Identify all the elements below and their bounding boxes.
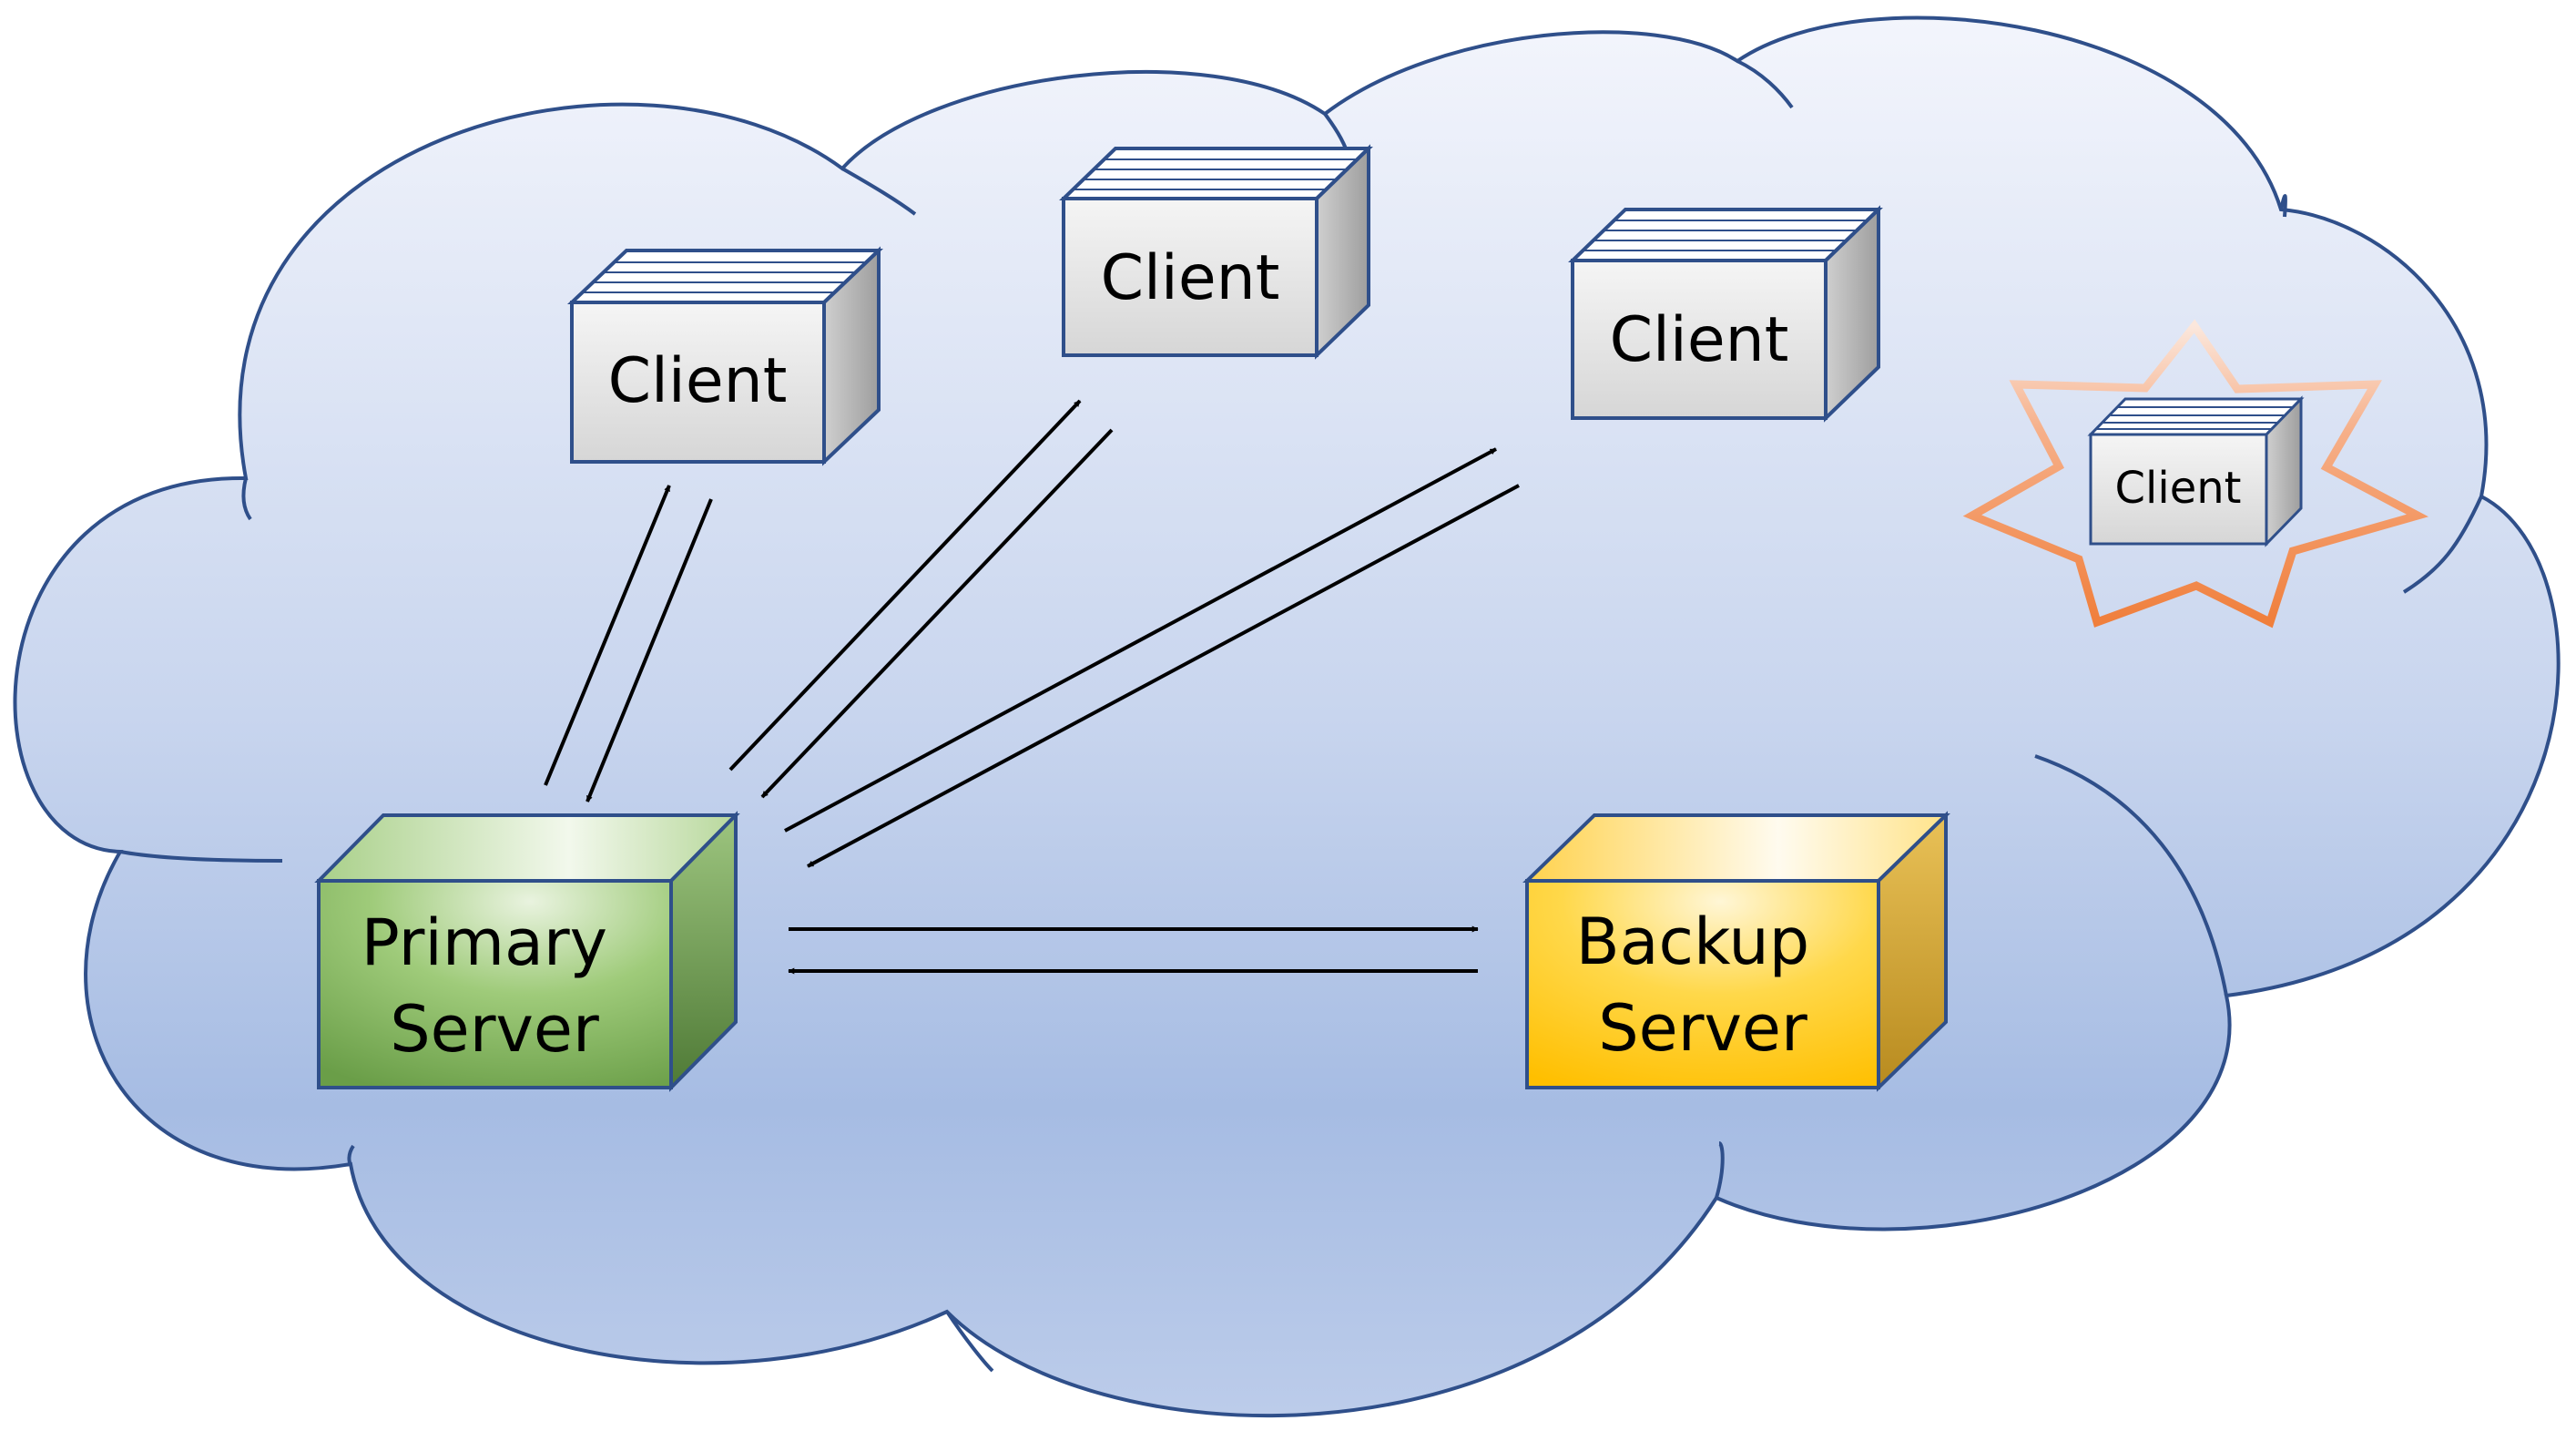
server-box-front	[1525, 879, 1880, 1089]
arrow-client-2-to-primary	[760, 428, 1114, 799]
backup-server-node: Backup Server	[1522, 811, 1950, 1092]
primary-server-label: Primary Server	[361, 905, 628, 1067]
client-box-top-stripes	[1583, 220, 1868, 251]
client-box-front	[1571, 259, 1828, 420]
highlight-star	[1962, 319, 2428, 629]
cloud-lobe-arc	[241, 477, 252, 521]
arrow-primary-to-client-2	[728, 399, 1082, 772]
cloud-lobe-arc	[841, 167, 917, 216]
arrow-client-1-to-primary	[585, 498, 713, 802]
cloud-lobe-arc	[347, 1144, 355, 1167]
client-box-front	[2089, 433, 2268, 546]
client-box-top-stripes	[2097, 406, 2294, 430]
client-label: Client	[2115, 463, 2242, 514]
client-node: Client	[1059, 144, 1373, 360]
client-box-top-stripes	[1073, 158, 1357, 190]
arrow-client-3-to-primary	[807, 484, 1520, 868]
backup-server-label-line-2: Server	[1598, 991, 1807, 1066]
client-label: Client	[1610, 304, 1789, 376]
cloud-lobe-arc	[119, 850, 283, 863]
highlighted-client-node: Client	[1962, 319, 2428, 629]
cloud-lobe-arc	[1715, 1141, 1725, 1199]
cloud-lobe-arc	[2279, 194, 2287, 218]
client-box-front	[1062, 197, 1319, 357]
client-node: Client	[1568, 205, 1883, 423]
client-label: Client	[608, 345, 788, 417]
backup-server-label: Backup Server	[1576, 905, 1830, 1066]
server-box-front	[317, 879, 673, 1089]
client-box-front	[570, 301, 826, 464]
server-box-top	[1522, 813, 1950, 883]
cloud-lobe-arc	[945, 1310, 994, 1373]
backup-server-label-line-1: Backup	[1576, 905, 1810, 979]
arrow-primary-to-client-1	[544, 485, 671, 786]
primary-server-label-line-1: Primary	[361, 905, 608, 980]
connection-arrows	[544, 399, 1520, 975]
cloud-lobe-arc	[2034, 754, 2228, 997]
cloud-lobe-arc	[2402, 496, 2483, 594]
primary-server-node: Primary Server	[314, 811, 740, 1092]
server-box-top	[314, 813, 740, 883]
primary-server-label-line-2: Server	[390, 992, 599, 1067]
cloud-lobe-arc	[1736, 59, 1794, 109]
arrow-primary-to-client-3	[784, 447, 1497, 833]
client-box-top-stripes	[582, 261, 866, 293]
client-node: Client	[566, 246, 884, 466]
client-label: Client	[1101, 242, 1280, 314]
